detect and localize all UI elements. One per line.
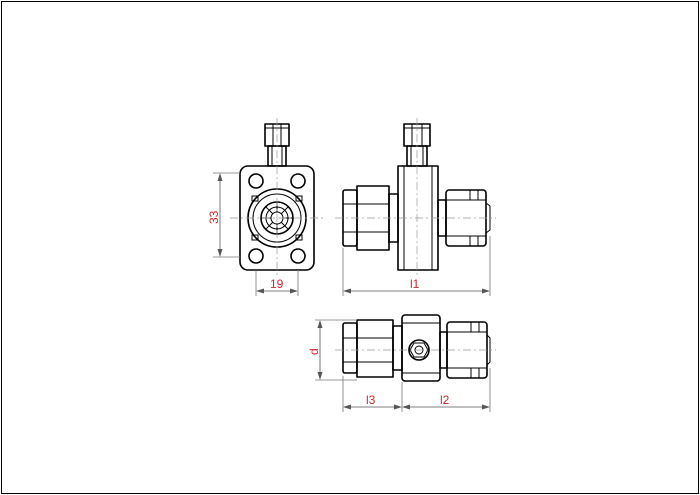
dim-label-d: d [307,348,321,355]
bottom-body [401,314,441,382]
front-view [230,118,324,278]
dimension-l3: l3 [342,376,403,412]
dimension-l1: l1 [342,236,491,296]
dimension-19: 19 [255,270,299,296]
collet-slot [280,206,289,215]
dim-label-19: 19 [270,277,284,291]
collet-slot [280,221,289,230]
mounting-holes [248,173,306,264]
dimension-l2: l2 [402,368,491,412]
dim-label-l1: l1 [410,277,420,291]
bottom-left-cylinder [342,319,403,378]
collet-slot [265,206,274,215]
side-view [335,118,496,278]
dim-label-33: 33 [207,210,221,224]
dim-label-l2: l2 [440,393,450,407]
collet-slot [265,221,274,230]
bottom-view [335,314,496,382]
dim-label-l3: l3 [366,393,376,407]
dimension-d: d [307,319,357,381]
dimension-33: 33 [207,172,240,258]
